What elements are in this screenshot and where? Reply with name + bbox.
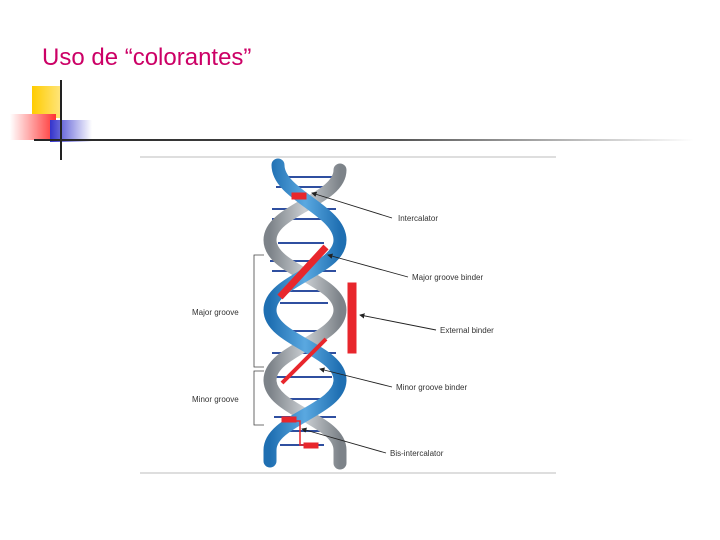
major-groove-label: Major groove [192, 308, 239, 317]
dna-diagram: Major groove Minor groove Intercalator M… [140, 156, 556, 474]
bis-intercalator-linker [296, 420, 304, 446]
intercalator-ligand [291, 192, 307, 200]
horizontal-rule [34, 139, 694, 141]
label-intercalator: Intercalator [398, 214, 438, 223]
minor-groove-bracket [253, 370, 264, 426]
blue-strand [263, 158, 347, 468]
label-external-binder: External binder [440, 326, 494, 335]
label-bis-intercalator: Bis-intercalator [390, 449, 444, 458]
blue-square [50, 120, 92, 142]
minor-groove-binder-arrow [319, 367, 393, 388]
title-decoration [10, 80, 694, 160]
bis-intercalator-arrow [301, 427, 387, 454]
external-binder-ligand [347, 282, 357, 354]
major-groove-bracket [253, 254, 264, 368]
label-major-groove-binder: Major groove binder [412, 273, 483, 282]
label-minor-groove-binder: Minor groove binder [396, 383, 467, 392]
minor-groove-binder-ligand [280, 337, 328, 385]
bis-intercalator-ligand-top [281, 416, 297, 423]
yellow-square [32, 86, 62, 118]
external-binder-arrow [359, 313, 437, 331]
gray-strand [263, 163, 347, 470]
vertical-rule [60, 80, 62, 160]
dna-binding-figure: Major groove Minor groove Intercalator M… [140, 155, 558, 475]
ligands [277, 192, 357, 449]
bis-intercalator-ligand-bottom [303, 442, 319, 449]
groove-brackets [253, 254, 264, 426]
slide-title: Uso de “colorantes” [42, 44, 252, 71]
red-square [10, 114, 56, 140]
pointer-arrows [301, 191, 437, 454]
major-groove-binder-arrow [327, 253, 409, 278]
major-groove-binder-ligand [277, 244, 329, 300]
intercalator-arrow [311, 191, 393, 219]
minor-groove-label: Minor groove [192, 395, 239, 404]
